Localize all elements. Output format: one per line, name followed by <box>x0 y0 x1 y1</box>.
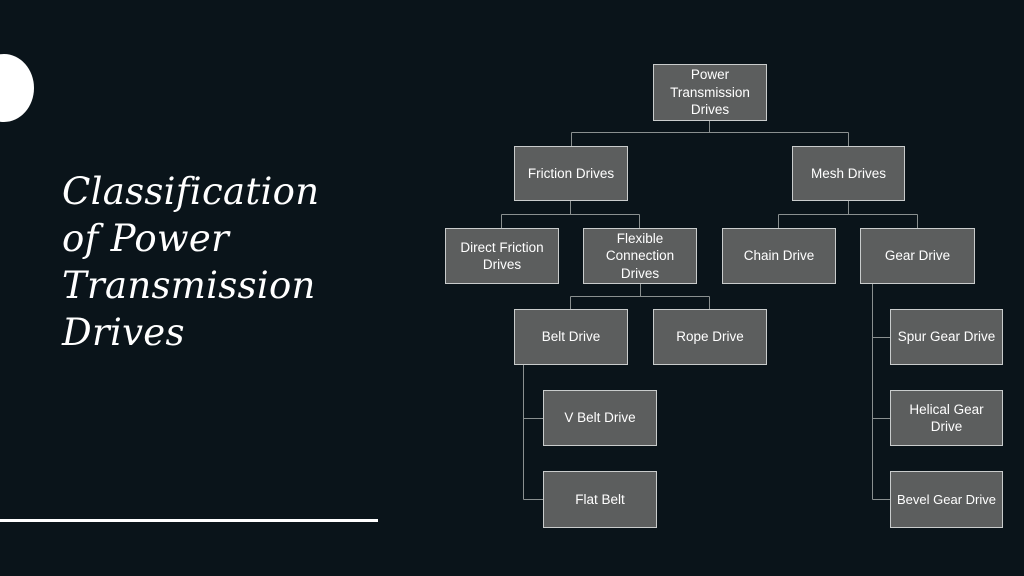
slide-title-line-4: Drives <box>62 311 185 354</box>
connector-root-children <box>571 121 849 146</box>
slide-title: Classification of Power Transmission Dri… <box>62 168 362 356</box>
node-flat-belt: Flat Belt <box>543 471 657 528</box>
decorative-underline <box>0 519 378 522</box>
slide-title-line-2: of Power <box>62 217 230 260</box>
node-direct-friction-drives: Direct Friction Drives <box>445 228 559 284</box>
connector-mesh-children <box>778 201 918 228</box>
node-power-transmission-drives: Power Transmission Drives <box>653 64 767 121</box>
connector-gear-children <box>872 284 890 500</box>
node-helical-gear-drive: Helical Gear Drive <box>890 390 1003 446</box>
node-rope-drive: Rope Drive <box>653 309 767 365</box>
node-flexible-connection-drives: Flexible Connection Drives <box>583 228 697 284</box>
node-friction-drives: Friction Drives <box>514 146 628 201</box>
node-chain-drive: Chain Drive <box>722 228 836 284</box>
node-v-belt-drive: V Belt Drive <box>543 390 657 446</box>
connector-flexible-children <box>570 284 710 309</box>
node-spur-gear-drive: Spur Gear Drive <box>890 309 1003 365</box>
node-mesh-drives: Mesh Drives <box>792 146 905 201</box>
node-belt-drive: Belt Drive <box>514 309 628 365</box>
connector-belt-children <box>523 365 543 500</box>
connector-friction-children <box>501 201 640 228</box>
slide-title-line-1: Classification <box>62 170 320 213</box>
node-bevel-gear-drive: Bevel Gear Drive <box>890 471 1003 528</box>
slide-title-line-3: Transmission <box>62 264 316 307</box>
node-gear-drive: Gear Drive <box>860 228 975 284</box>
